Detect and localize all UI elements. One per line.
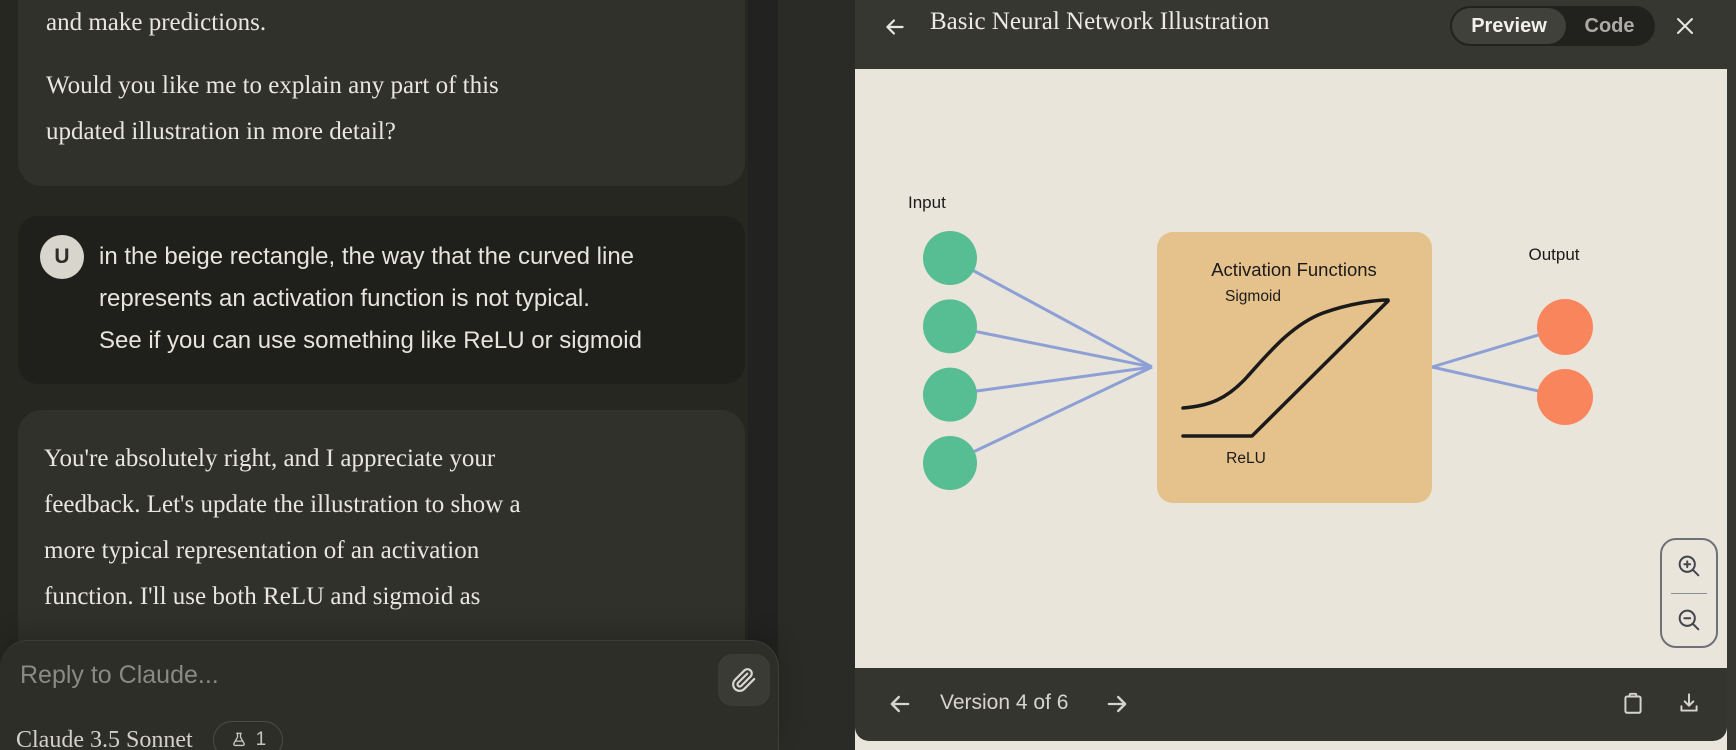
zoom-controls [1660,538,1718,648]
relu-label: ReLU [1226,450,1266,467]
neural-network-diagram: Input Output Activation Functions Sigmoi… [908,193,1593,503]
model-selector[interactable]: Claude 3.5 Sonnet [16,726,193,750]
artifact-count-badge[interactable]: 1 [212,721,284,750]
copy-button[interactable] [1620,690,1648,718]
sigmoid-curve [1181,298,1390,410]
output-node [1537,299,1593,355]
input-node [923,231,977,285]
arrow-right-icon [1103,690,1131,718]
close-icon [1673,14,1697,38]
artifact-panel: Basic Neural Network Illustration Previe… [855,0,1736,750]
assistant-message-text: and make predictions. [46,9,267,36]
zoom-in-icon [1675,552,1703,580]
tab-code[interactable]: Code [1584,14,1635,37]
arrow-left-icon [886,690,914,718]
assistant-message: and make predictions. Would you like me … [18,0,745,186]
model-selector-row: Claude 3.5 Sonnet 1 [16,721,284,750]
artifact-header: Basic Neural Network Illustration Previe… [855,0,1736,69]
download-button[interactable] [1676,690,1704,718]
input-node [923,436,977,490]
chat-panel-divider [748,0,778,750]
clipboard-icon [1620,690,1648,716]
zoom-controls-divider [1671,592,1707,594]
artifact-footer: Version 4 of 6 [855,668,1727,741]
relu-curve [1181,299,1390,438]
artifact-canvas: Input Output Activation Functions Sigmoi… [855,69,1727,750]
reply-composer[interactable]: Reply to Claude... Claude 3.5 Sonnet 1 [0,640,779,750]
previous-version-button[interactable] [886,690,914,718]
user-message: U in the beige rectangle, the way that t… [18,216,745,384]
version-label: Version 4 of 6 [940,691,1069,714]
panel-left-gutter [778,0,855,750]
reply-input[interactable]: Reply to Claude... [20,661,219,689]
flask-icon [230,731,248,749]
attach-file-button[interactable] [718,654,770,706]
zoom-in-button[interactable] [1662,540,1716,593]
zoom-out-icon [1675,606,1703,634]
zoom-out-button[interactable] [1662,594,1716,647]
preview-code-toggle: Preview Code [1450,6,1655,46]
user-message-text: in the beige rectangle, the way that the… [99,243,642,354]
output-label: Output [1528,245,1579,264]
sigmoid-label: Sigmoid [1225,288,1281,305]
input-node [923,299,977,354]
download-icon [1676,690,1704,716]
user-avatar: U [40,235,84,279]
assistant-message-text: Would you like me to explain any part of… [46,72,499,145]
back-button[interactable] [881,13,909,41]
arrow-left-icon [882,14,908,40]
input-label: Input [908,193,946,212]
paperclip-icon [731,667,757,693]
next-version-button[interactable] [1103,690,1131,718]
artifact-count: 1 [255,729,267,750]
tab-preview[interactable]: Preview [1452,8,1566,44]
close-button[interactable] [1671,12,1699,40]
assistant-message-text: You're absolutely right, and I appreciat… [44,445,521,610]
artifact-title: Basic Neural Network Illustration [930,8,1270,35]
input-node [923,367,977,422]
activation-box-title: Activation Functions [1211,259,1377,280]
output-node [1537,369,1593,425]
